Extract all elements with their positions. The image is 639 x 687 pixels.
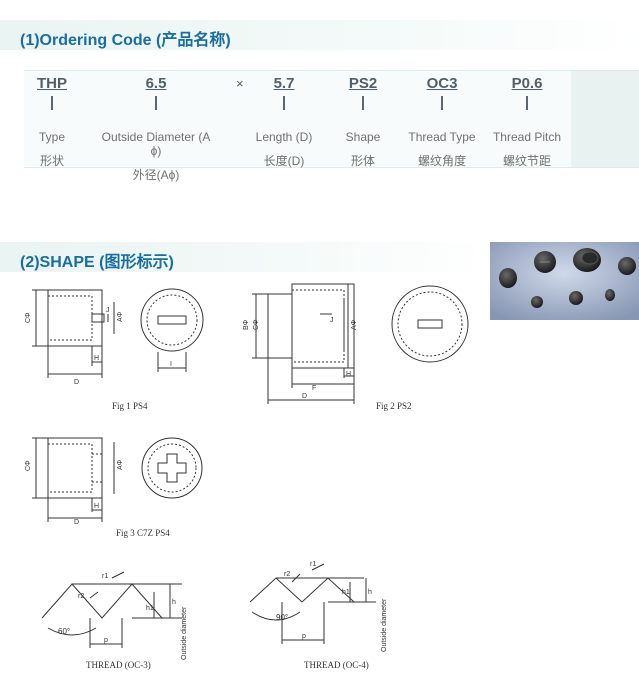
ordering-col-length: 5.7 Length (D) 长度(D) xyxy=(224,71,344,169)
ordering-bar xyxy=(362,96,364,110)
dim-p: p xyxy=(302,633,306,640)
ordering-label-en: Thread Type xyxy=(408,130,476,144)
ordering-col-type: THP Type 形状 xyxy=(0,71,112,169)
ordering-code-table: THP Type 形状 6.5 Outside Diameter (A ϕ) 外… xyxy=(24,70,639,182)
dim-h: h xyxy=(368,589,372,596)
dim-f: F xyxy=(312,385,316,392)
dim-h1: h1 xyxy=(342,589,350,596)
ordering-code-title: (1)Ordering Code (产品名称) xyxy=(20,32,231,49)
product-photo xyxy=(490,242,639,320)
fig3-drawing: CΦ AΦ H D xyxy=(25,437,203,524)
ordering-label-cn: 长度(D) xyxy=(263,154,305,168)
dim-i: I xyxy=(170,361,172,368)
ordering-bar xyxy=(51,96,53,110)
dim-c-phi: CΦ xyxy=(25,312,32,323)
ordering-col-thread-type: OC3 Thread Type 螺纹角度 xyxy=(382,71,502,169)
dim-d: D xyxy=(74,379,79,386)
dim-d: D xyxy=(74,519,79,524)
dim-angle-90: 90° xyxy=(276,613,288,622)
outside-diameter-label: Outside diameter xyxy=(181,606,188,660)
ordering-col-shape: PS2 Shape 形体 xyxy=(303,71,423,169)
dim-a-phi: AΦ xyxy=(117,459,124,470)
thread-oc4-drawing: 90° r1 r2 h1 h p Outside diameter xyxy=(249,561,388,652)
thread-oc3-drawing: 60° r1 r2 h1 h p Outside diameter xyxy=(41,571,188,660)
dim-r1: r1 xyxy=(310,561,316,568)
dim-r2: r2 xyxy=(284,571,290,578)
dim-b-phi: BΦ xyxy=(243,319,250,330)
outside-diameter-label: Outside diameter xyxy=(381,598,388,652)
thread-oc4-label: THREAD (OC-4) xyxy=(304,660,369,670)
ordering-label-cn: 螺纹节距 xyxy=(502,154,551,168)
dim-p: p xyxy=(104,637,108,644)
shape-title: (2)SHAPE (图形标示) xyxy=(20,254,174,271)
dim-h: H xyxy=(94,355,99,362)
ordering-label-en: Type xyxy=(38,130,65,144)
dim-r1: r1 xyxy=(102,573,108,580)
ordering-code-length: 5.7 xyxy=(273,75,295,92)
ordering-code-diameter: 6.5 xyxy=(145,75,167,92)
fig2-drawing: BΦ CΦ AΦ J H F D xyxy=(243,283,469,404)
dim-h: H xyxy=(94,503,99,510)
ordering-bar xyxy=(526,96,528,110)
ordering-label-en: Length (D) xyxy=(255,130,313,144)
ordering-col-diameter: 6.5 Outside Diameter (A ϕ) 外径(Aϕ) xyxy=(96,71,216,183)
fig1-drawing: CΦ J AΦ D H I xyxy=(25,288,204,386)
fig3-label: Fig 3 C7Z PS4 xyxy=(116,528,170,538)
ordering-code-side-panel xyxy=(571,71,639,167)
ordering-bar xyxy=(441,96,443,110)
dim-h1: h1 xyxy=(146,605,154,612)
dim-j: J xyxy=(330,317,334,324)
ordering-label-cn: 形体 xyxy=(350,154,375,168)
dim-r2: r2 xyxy=(78,593,84,600)
ordering-code-thread-type: OC3 xyxy=(426,75,458,92)
thread-oc3-label: THREAD (OC-3) xyxy=(86,660,151,670)
ordering-label-cn: 形状 xyxy=(39,154,64,168)
ordering-bar xyxy=(155,96,157,110)
shape-header: (2)SHAPE (图形标示) xyxy=(0,242,490,272)
ordering-label-cn: 外径(Aϕ) xyxy=(132,168,180,182)
ordering-label-en: Thread Pitch xyxy=(492,130,562,144)
dim-j: J xyxy=(106,307,110,314)
ordering-bar xyxy=(283,96,285,110)
dim-a-phi: AΦ xyxy=(117,311,124,322)
dim-angle-60: 60° xyxy=(58,627,70,636)
fig2-label: Fig 2 PS2 xyxy=(376,401,412,411)
dim-h: H xyxy=(346,371,351,378)
ordering-col-thread-pitch: P0.6 Thread Pitch 螺纹节距 xyxy=(467,71,587,169)
ordering-code-thread-pitch: P0.6 xyxy=(511,75,543,92)
ordering-label-en: Outside Diameter (A ϕ) xyxy=(101,130,211,158)
times-sign: × xyxy=(236,76,244,91)
dim-c-phi: CΦ xyxy=(25,460,32,471)
ordering-label-cn: 螺纹角度 xyxy=(417,154,466,168)
ordering-label-en: Shape xyxy=(345,130,381,144)
dim-d: D xyxy=(302,393,307,400)
dim-c-phi: CΦ xyxy=(253,319,260,330)
dim-a-phi: AΦ xyxy=(351,319,358,330)
dim-h: h xyxy=(172,599,176,606)
fig1-label: Fig 1 PS4 xyxy=(112,401,148,411)
ordering-code-type: THP xyxy=(37,75,67,92)
ordering-code-shape: PS2 xyxy=(348,75,378,92)
ordering-code-header: (1)Ordering Code (产品名称) xyxy=(0,20,639,50)
